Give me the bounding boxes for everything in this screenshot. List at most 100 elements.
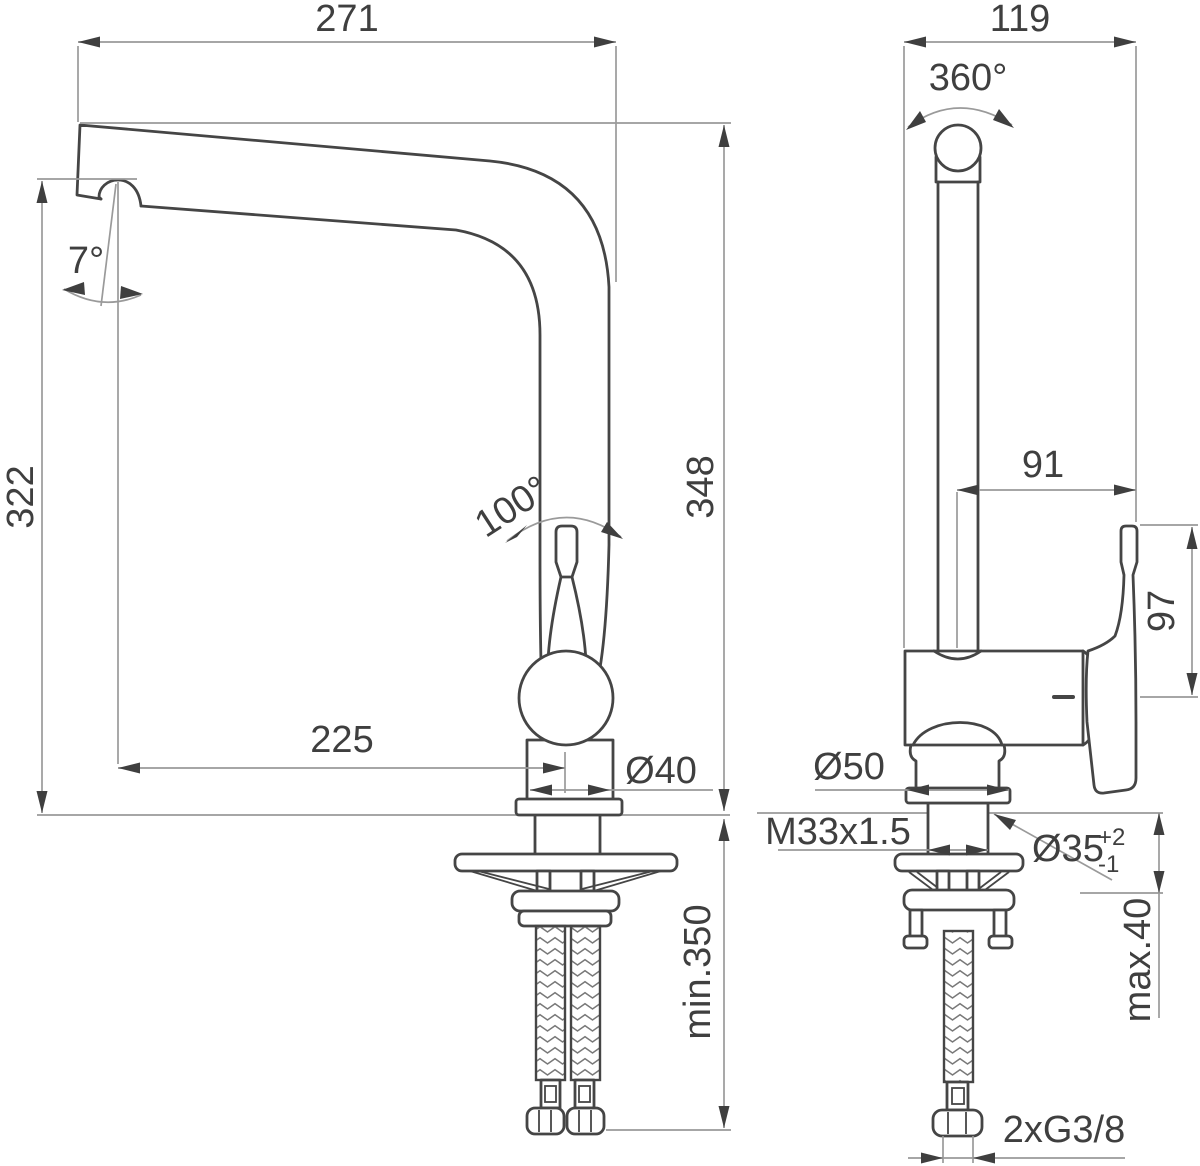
handle-neck-right-edge (570, 575, 588, 663)
hose-ferrule (573, 1078, 596, 1110)
spout-inner-outline (139, 204, 543, 664)
arrowhead (1186, 527, 1198, 549)
mounting-prong (935, 869, 951, 893)
dim-label-base-diameter: Ø50 (813, 746, 885, 788)
dim-label-spout-rotation: 360° (929, 57, 1008, 99)
hose-connector-nut (931, 1108, 984, 1138)
arrowhead (718, 789, 730, 811)
front-view (893, 123, 1139, 1138)
arrowhead (601, 522, 623, 539)
dim-label-min-clearance: min.350 (677, 904, 719, 1039)
arrowhead (588, 784, 610, 796)
mounting-prong (965, 869, 981, 893)
mounting-nut-side (510, 889, 621, 913)
arrowhead (594, 36, 616, 48)
arrowhead (36, 791, 48, 813)
arrowhead (973, 1152, 995, 1164)
supply-hose-braid (942, 929, 975, 1084)
angle-arc-7deg (63, 288, 142, 304)
mounting-struts-side (469, 870, 662, 894)
hose-ferrule (539, 1078, 562, 1110)
hose-ferrule-detail (544, 1085, 557, 1103)
arrowhead (1186, 673, 1198, 695)
base-flange-front (904, 786, 1012, 805)
supply-hose-braid (534, 924, 567, 1082)
arrowhead (118, 762, 140, 774)
arrowhead (906, 111, 926, 130)
dim-label-height-to-outlet: 322 (0, 465, 42, 528)
arrowhead (907, 784, 929, 796)
arrowhead (120, 286, 143, 299)
spout-end-circle (933, 123, 983, 173)
strut-line (916, 871, 939, 889)
threaded-shank-side (533, 812, 602, 858)
body-base-arch (911, 721, 1004, 747)
strut-line (984, 871, 1010, 891)
arrowhead (928, 844, 950, 856)
clamp-stud (908, 908, 924, 939)
side-view-dimensions: 271 7° 322 100° 348 225 (0, 0, 731, 1131)
dim-label-body-diameter: Ø40 (625, 750, 697, 792)
base-column-left-edge (908, 743, 918, 790)
base-flange-side (514, 797, 624, 817)
clamp-stud-foot (902, 934, 929, 950)
hose-ferrule-detail (951, 1087, 965, 1105)
dim-label-spout-angle: 7° (68, 240, 104, 282)
angle-leg-7deg (100, 183, 117, 307)
side-view (75, 123, 679, 1136)
arrowhead (530, 784, 552, 796)
strut-line (581, 870, 654, 890)
arrowhead (993, 109, 1014, 128)
leader-line-d35 (993, 813, 1113, 881)
arrowhead (543, 762, 565, 774)
hose-connector-nut (525, 1106, 566, 1136)
arrowhead (987, 784, 1009, 796)
pipe-body-fillet (932, 649, 983, 661)
dim-label-spout-reach: 271 (315, 0, 378, 40)
strut-line (469, 870, 545, 894)
arrowhead (718, 125, 730, 147)
hose-ferrule-detail (578, 1085, 591, 1103)
arrowhead (994, 814, 1016, 830)
handle-neck-left-edge (546, 575, 563, 662)
dim-label-hole-tol-lower: -1 (1098, 851, 1119, 878)
dim-label-mounting-thread: M33x1.5 (765, 811, 911, 853)
mounting-nut-ring-side (517, 909, 613, 928)
arrowhead (957, 484, 979, 496)
arrowhead (966, 844, 988, 856)
spout-outer-outline (75, 123, 611, 670)
strut-line (908, 871, 934, 891)
arrowhead (1153, 871, 1165, 893)
arrowhead (62, 282, 85, 295)
dim-label-handle-height: 97 (1141, 590, 1183, 632)
arrowhead (718, 819, 730, 841)
handle-lever-front (1084, 524, 1139, 795)
threaded-shank-front (926, 801, 990, 857)
mounting-struts-front (908, 871, 1010, 891)
dim-label-handle-swivel: 100° (468, 468, 557, 546)
dim-label-overall-width: 119 (990, 0, 1051, 40)
arrowhead (1114, 484, 1136, 496)
arrowhead (718, 1106, 730, 1128)
handle-lever-cap-side (554, 524, 579, 579)
front-view-dimensions: 119 360° 91 97 Ø50 M33x1.5 Ø35 +2 (765, 0, 1198, 1164)
dim-label-height-to-spout-top: 348 (680, 455, 722, 518)
hose-connector-nut (565, 1106, 606, 1136)
arrowhead (921, 1152, 943, 1164)
dim-label-outlet-to-axis: 225 (310, 719, 373, 761)
dim-label-max-deck-thickness: max.40 (1117, 898, 1159, 1023)
dim-label-supply-connections: 2xG3/8 (1003, 1109, 1126, 1151)
arrowhead (1114, 36, 1136, 48)
strut-line (979, 871, 1002, 889)
clamp-stud (992, 908, 1008, 939)
aerator-outlet (97, 178, 143, 208)
arrowhead (904, 36, 926, 48)
dim-label-hole-tol-upper: +2 (1098, 824, 1125, 851)
arrowhead (78, 36, 100, 48)
strut-line (477, 870, 550, 890)
hose-nut-flats (538, 1110, 592, 1132)
arrowhead (505, 525, 527, 543)
base-column-right-edge (997, 743, 1007, 790)
